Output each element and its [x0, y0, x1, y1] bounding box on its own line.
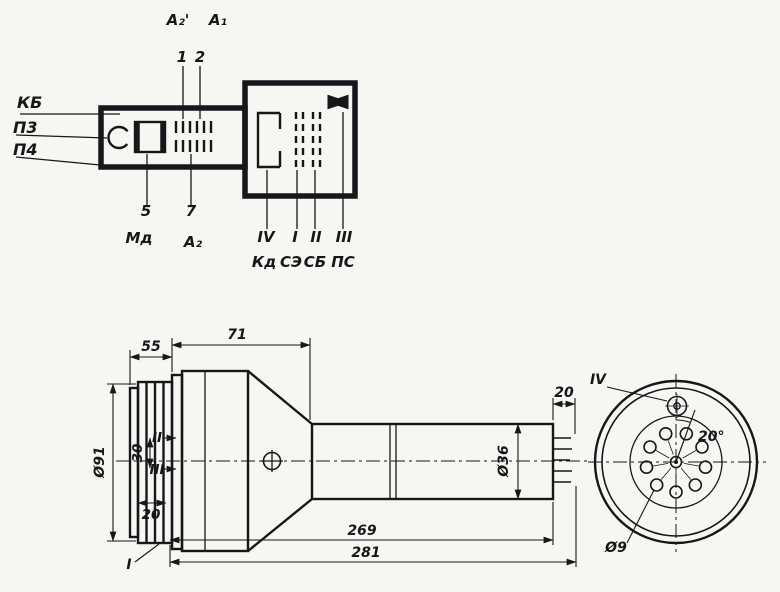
label-a2-prime: А₂' [166, 11, 190, 29]
label-ii: II [310, 228, 322, 246]
dim-angle-20: 20° [698, 429, 724, 445]
label-ps: ПС [331, 253, 355, 271]
label-i: I [292, 228, 298, 246]
dim-269: 269 [347, 523, 376, 539]
mark-i: I [126, 557, 131, 573]
kd-electrode [256, 111, 282, 169]
label-kd: Кд [252, 253, 276, 271]
dim-71: 71 [227, 327, 246, 343]
se-sb-electrodes [294, 112, 322, 168]
label-a1: А₁ [208, 11, 227, 29]
endview-outer-circle [593, 379, 759, 545]
dim-dia91: Ø91 [92, 446, 108, 478]
label-2: 2 [195, 48, 205, 66]
cathode-symbol [107, 125, 131, 150]
iv-leader [606, 386, 668, 402]
lead-lines [15, 113, 120, 166]
leader-lines [146, 66, 344, 229]
label-sb: СБ [304, 253, 326, 271]
label-p4: П4 [13, 140, 38, 159]
anode-grid-lines [174, 121, 213, 153]
key-contact [665, 394, 689, 418]
tube-schematic: А₂' А₁ 1 2 КБ П3 П4 5 Мд 7 А₂ IV Кд I СЭ… [13, 11, 358, 271]
label-key-iv: IV [590, 372, 607, 388]
side-view: 55 71 Ø91 II III 30 20 I 269 281 20 Ø36 [92, 327, 590, 573]
base-pin-holes [639, 426, 713, 499]
label-iii: III [336, 228, 353, 246]
endview-rim-circle [601, 387, 751, 537]
label-5: 5 [141, 202, 151, 220]
angle-annotation [675, 409, 696, 463]
dim-20-rings: 20 [142, 507, 161, 523]
end-view: IV 20° Ø9 [588, 372, 766, 556]
base-pins [553, 437, 572, 483]
label-1: 1 [177, 48, 187, 66]
label-iv: IV [257, 228, 276, 246]
label-7: 7 [186, 202, 197, 220]
gun-envelope-outline [98, 105, 248, 170]
mark-ii: II [152, 430, 162, 446]
screen-envelope-outline [242, 80, 358, 199]
dim-30: 30 [130, 444, 146, 463]
body-outline [180, 369, 555, 553]
label-se: СЭ [280, 253, 302, 271]
dim-55: 55 [141, 339, 161, 355]
label-p3: П3 [13, 118, 38, 137]
modulator-electrode [133, 120, 167, 154]
cone-contact-mark [261, 450, 283, 472]
label-kb: КБ [17, 93, 42, 112]
center-pin [669, 455, 683, 469]
label-md: Мд [125, 229, 152, 247]
mark-iii: III [149, 462, 164, 478]
dia9-leader [626, 489, 655, 544]
ribbed-section [128, 373, 184, 551]
dim-dia9: Ø9 [604, 540, 627, 556]
label-a2: А₂ [183, 233, 203, 251]
dimension-lines [107, 338, 577, 567]
dim-281: 281 [351, 545, 380, 561]
dim-20-pins: 20 [554, 385, 574, 401]
dim-dia36: Ø36 [496, 445, 512, 478]
